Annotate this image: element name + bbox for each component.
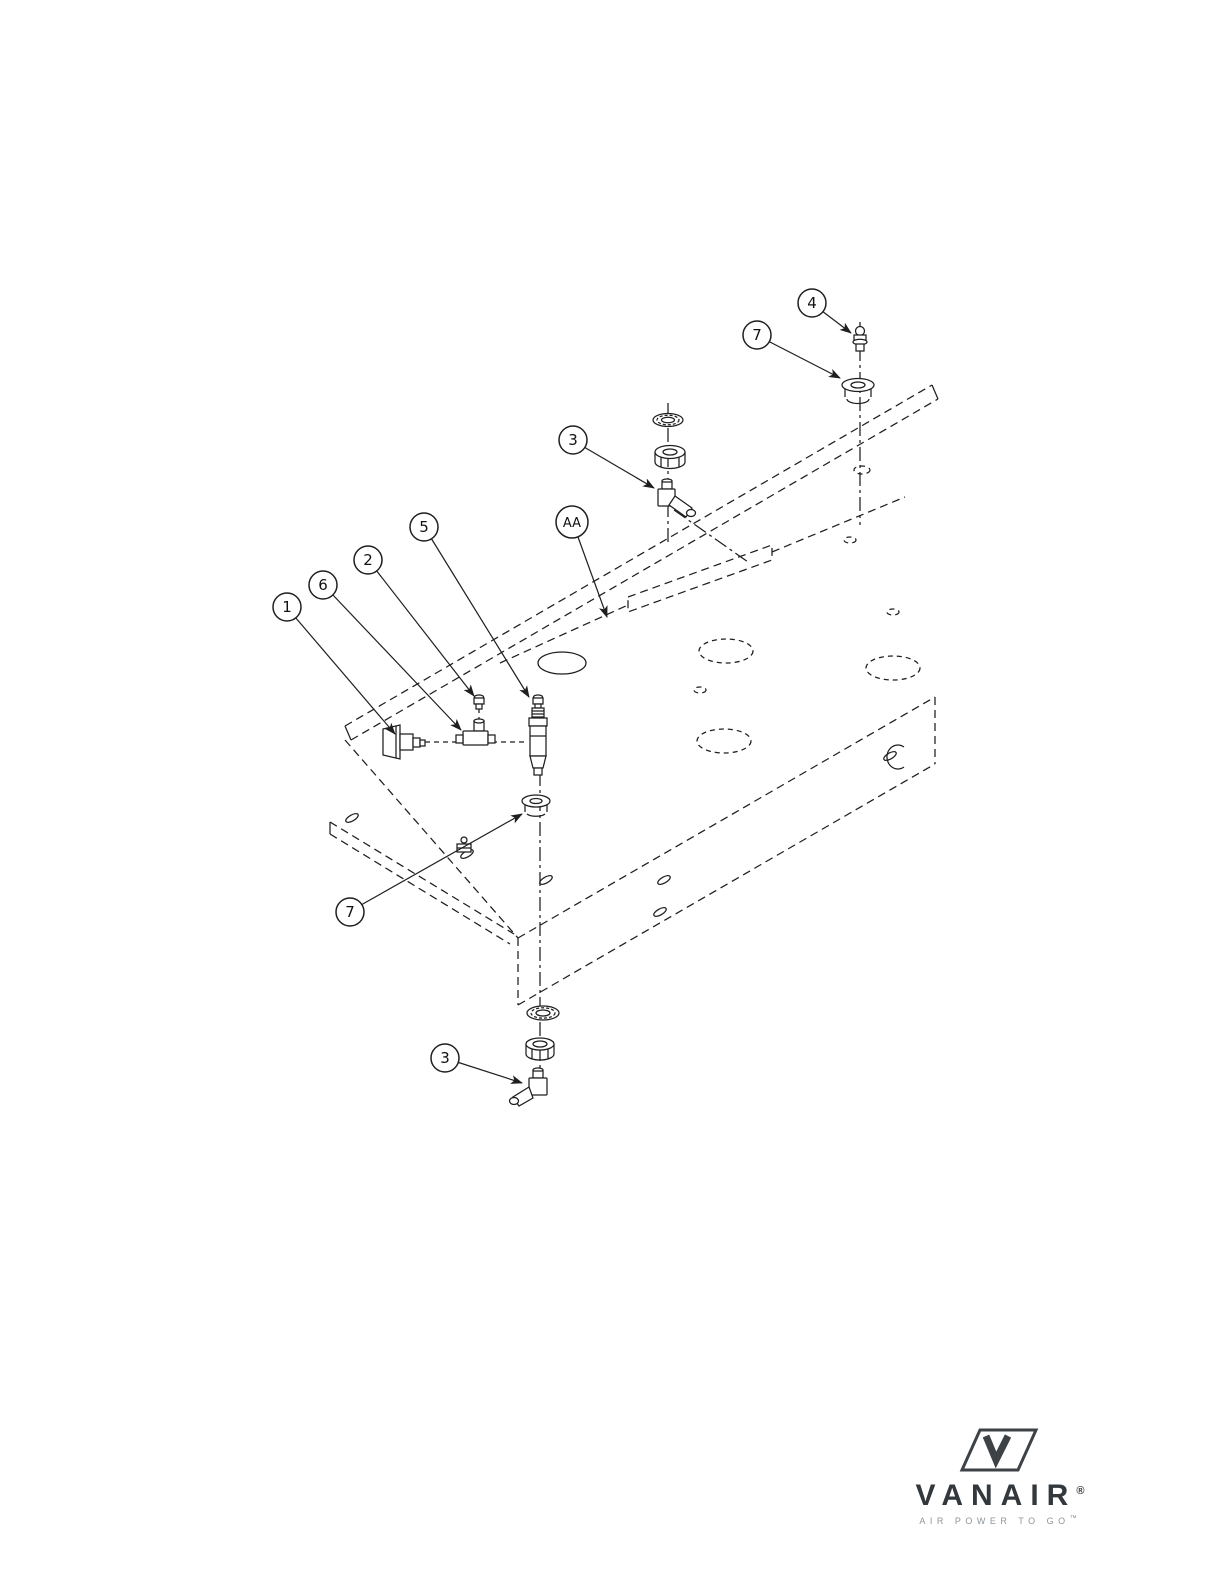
centerlines <box>416 322 861 1092</box>
grommet-item-7-middle <box>521 794 551 817</box>
svg-text:2: 2 <box>363 551 373 569</box>
brand-name: VANAIR® <box>898 1480 1102 1512</box>
callout-balloon-2: 2 <box>353 545 383 575</box>
vanair-logo: VANAIR® AIR POWER TO GO™ <box>890 1424 1102 1526</box>
callout-balloon-4: 4 <box>797 288 827 318</box>
callout-balloon-1: 1 <box>272 592 302 622</box>
svg-text:3: 3 <box>568 431 578 449</box>
elbow-fitting-item-3-top <box>657 478 697 518</box>
lock-washer-top <box>652 412 684 428</box>
tee-fitting-item-6 <box>455 718 496 746</box>
callout-balloon-3-bottom: 3 <box>430 1043 460 1073</box>
hex-nut-bottom <box>525 1037 555 1061</box>
hex-nut-top <box>654 444 686 470</box>
brand-tagline: AIR POWER TO GO™ <box>894 1515 1102 1526</box>
callout-balloons: 4 7 3 AA 5 2 6 1 <box>272 288 827 1073</box>
svg-text:6: 6 <box>318 576 328 594</box>
callout-balloon-7-middle: 7 <box>335 897 365 927</box>
svg-text:AA: AA <box>563 516 581 531</box>
callout-balloon-aa: AA <box>555 505 589 539</box>
svg-text:1: 1 <box>282 598 292 616</box>
lock-washer-bottom <box>526 1005 560 1021</box>
registered-mark: ® <box>1076 1485 1085 1497</box>
svg-text:5: 5 <box>419 518 429 536</box>
elbow-fitting-item-3-bottom <box>508 1067 548 1107</box>
clip-hardware <box>456 836 472 853</box>
switch-fitting-item-1 <box>382 724 426 760</box>
callout-balloon-7-top: 7 <box>742 320 772 350</box>
barb-fitting-item-2 <box>473 694 485 710</box>
fitting-item-4 <box>852 325 868 352</box>
trademark-mark: ™ <box>1069 1514 1077 1522</box>
brand-text: VANAIR <box>915 1479 1077 1512</box>
leader-lines <box>294 310 852 1084</box>
callout-balloon-6: 6 <box>308 570 338 600</box>
callout-balloon-3-top: 3 <box>558 425 588 455</box>
tagline-text: AIR POWER TO GO <box>919 1515 1070 1526</box>
svg-text:3: 3 <box>440 1049 450 1067</box>
svg-text:4: 4 <box>807 294 817 312</box>
chassis-panel-outline <box>329 384 939 1006</box>
svg-text:7: 7 <box>345 903 355 921</box>
vanair-emblem-icon <box>959 1428 1039 1472</box>
callout-balloon-5: 5 <box>409 512 439 542</box>
valve-assembly-item-5 <box>528 694 548 776</box>
svg-text:7: 7 <box>752 326 762 344</box>
grommet-item-7-top <box>841 377 875 405</box>
